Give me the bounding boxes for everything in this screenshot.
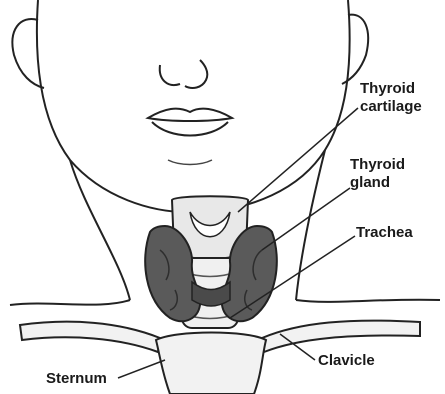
leader-thyroid-cartilage xyxy=(238,108,358,212)
lower-lip xyxy=(152,122,228,136)
label-thyroid-cartilage-line2: cartilage xyxy=(360,98,422,116)
leader-thyroid-gland xyxy=(262,188,350,250)
neck-left xyxy=(70,160,130,300)
neck-right xyxy=(296,150,325,300)
nose xyxy=(160,60,208,88)
label-thyroid-cartilage: Thyroid cartilage xyxy=(360,80,422,116)
clavicle-right xyxy=(262,321,420,352)
label-clavicle: Clavicle xyxy=(318,352,375,370)
label-trachea: Trachea xyxy=(356,224,413,242)
label-sternum: Sternum xyxy=(46,370,107,388)
upper-lip xyxy=(148,109,232,121)
face-outline xyxy=(37,0,350,212)
clavicle-left xyxy=(20,322,160,352)
shoulder-left xyxy=(10,300,130,305)
label-thyroid-gland-line1: Thyroid xyxy=(350,156,405,174)
label-thyroid-gland: Thyroid gland xyxy=(350,156,405,192)
right-ear xyxy=(342,15,368,84)
label-thyroid-cartilage-line1: Thyroid xyxy=(360,80,422,98)
leader-sternum xyxy=(118,360,165,378)
sternum-shape xyxy=(156,333,266,394)
shoulder-right xyxy=(296,300,440,302)
chin-crease xyxy=(168,160,212,165)
label-thyroid-gland-line2: gland xyxy=(350,174,405,192)
